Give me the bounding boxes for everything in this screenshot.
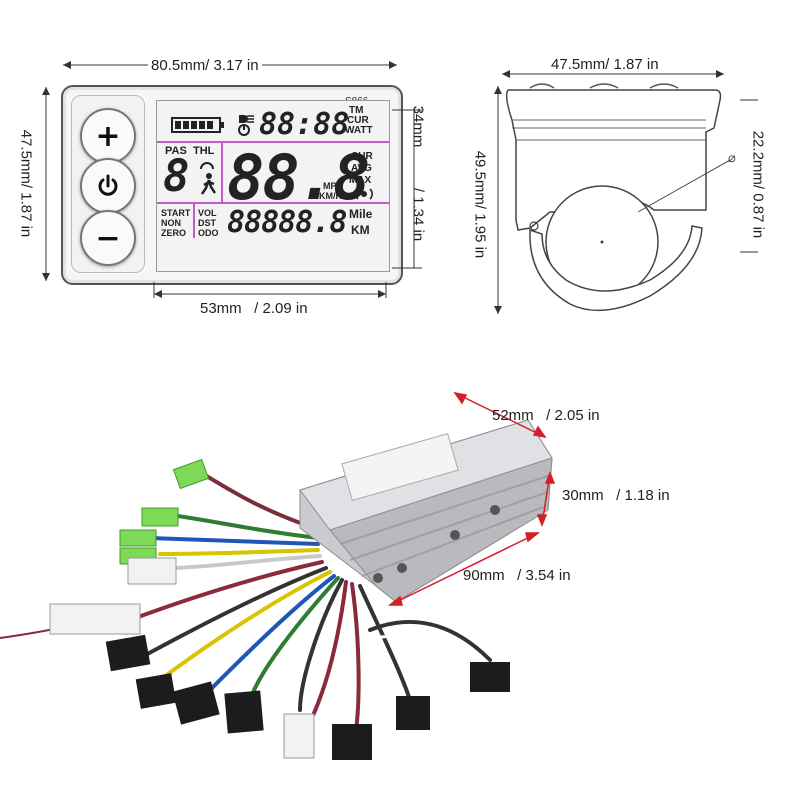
- clamp-dimension-line: [740, 99, 758, 253]
- km-label: KM: [351, 223, 370, 237]
- avg-label: AVG: [351, 163, 372, 174]
- light-and-brake-icon: [238, 115, 254, 136]
- mount-height-dimension-line: [494, 86, 502, 314]
- lcd-divider-bottom: [157, 202, 389, 204]
- thl-label: THL: [193, 145, 215, 157]
- kmh-label: KM/H: [319, 191, 342, 201]
- odometer-readout: 88888.8: [227, 205, 347, 240]
- button-panel: + −: [71, 95, 145, 273]
- controller-height-label: 30mm / 1.18 in: [562, 487, 670, 504]
- mile-label: Mile: [349, 207, 373, 221]
- dst-label: DST: [198, 218, 216, 228]
- controller-dimension-lines: [387, 391, 556, 606]
- cur-label: CUR: [351, 151, 373, 162]
- display-width-label: 80.5mm/ 3.17 in: [148, 57, 262, 74]
- screen-height-label: 34mm: [409, 105, 427, 148]
- watt-label: WATT: [345, 125, 373, 136]
- odo-label: ODO: [198, 228, 219, 238]
- cur-top-label: CUR: [347, 115, 369, 126]
- non-label: NON: [161, 218, 181, 228]
- screen-height-in-label: / 1.34 in: [409, 187, 427, 242]
- clock-readout: 88:88: [259, 107, 350, 142]
- assist-level-digit: 8: [163, 151, 190, 202]
- walk-assist-icon: [200, 162, 217, 195]
- controller-drawing: [0, 419, 553, 760]
- display-height-label: 47.5mm/ 1.87 in: [17, 113, 35, 254]
- mount-height-label: 49.5mm/ 1.95 in: [471, 132, 489, 277]
- minus-button[interactable]: −: [80, 210, 136, 266]
- signal-icon: [355, 188, 373, 200]
- display-unit: + − S866: [61, 85, 403, 285]
- screen-height-dimension-line: [392, 109, 422, 269]
- tm-label: TM: [349, 105, 364, 116]
- controller-width-label: 52mm / 2.05 in: [492, 407, 600, 424]
- lcd-screen: 88:88 TM CUR WATT PAS THL 8 88.8 CUR AVG…: [156, 100, 390, 272]
- controller-length-label: 90mm / 3.54 in: [463, 567, 571, 584]
- power-icon: [98, 174, 118, 196]
- mount-width-label: 47.5mm/ 1.87 in: [548, 56, 662, 73]
- pas-label: PAS: [165, 145, 187, 157]
- mount-drawing: [505, 83, 730, 312]
- battery-icon: [171, 117, 224, 133]
- diameter-symbol: ⌀: [728, 150, 736, 165]
- clamp-diameter-label: 22.2mm/ 0.87 in: [749, 130, 767, 239]
- screen-width-dimension-line: [153, 282, 387, 298]
- speed-readout: 88.8: [227, 141, 370, 214]
- lcd-divider-top: [157, 141, 389, 143]
- lcd-divider-vertical-2: [193, 204, 195, 238]
- zero-label: ZERO: [161, 228, 187, 238]
- screen-width-label: 53mm / 2.09 in: [200, 300, 308, 317]
- max-label: MAX: [349, 175, 372, 186]
- mph-label: MPH: [323, 181, 343, 191]
- display-height-dimension-line: [42, 87, 50, 281]
- start-label: START: [161, 208, 191, 218]
- vol-label: VOL: [198, 208, 217, 218]
- power-button[interactable]: [80, 158, 136, 214]
- plus-button[interactable]: +: [80, 108, 136, 164]
- lcd-divider-vertical: [221, 141, 223, 203]
- mount-width-dimension-line: [502, 70, 724, 78]
